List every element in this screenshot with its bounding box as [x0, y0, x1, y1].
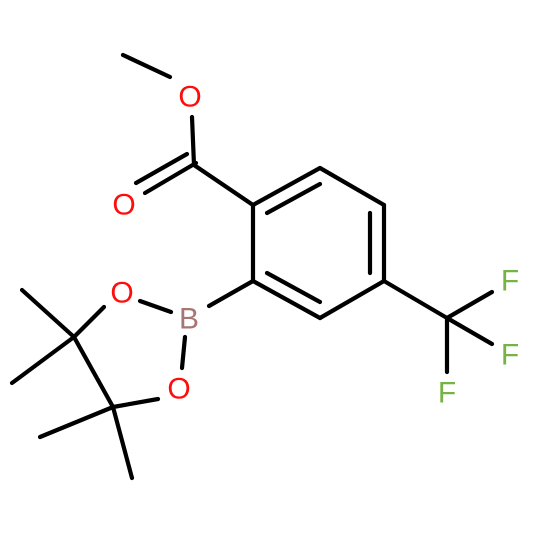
- bond-ring-4: [317, 278, 387, 321]
- atom-labels: O O O O B F F F: [110, 81, 519, 410]
- atom-f-bottom: F: [438, 377, 456, 410]
- atom-o-carbonyl: O: [112, 189, 135, 222]
- bond-ring-2: [317, 165, 387, 208]
- bond-methyl-1: [19, 287, 77, 340]
- bond-ring-boron: [206, 278, 256, 309]
- bond-ring-1: [250, 165, 323, 208]
- bond-c-f-mid: [444, 315, 495, 347]
- bond-ring-cf3: [381, 278, 450, 321]
- atom-o-ether: O: [178, 81, 201, 114]
- bond-methyl-3: [37, 404, 116, 440]
- bond-c-f-top: [444, 289, 495, 321]
- bond-carbonyl-double-b: [133, 151, 190, 186]
- bond-ring-inner-1: [264, 181, 323, 216]
- bond-c-c: [71, 334, 116, 410]
- atom-f-top: F: [501, 265, 519, 298]
- bond-carbonyl-double-a: [142, 160, 199, 196]
- bond-ring-5: [250, 278, 323, 321]
- bond-b-o-bottom: [179, 334, 188, 371]
- atom-o-ring-bottom: O: [167, 373, 190, 406]
- bond-methyl-2: [9, 334, 77, 386]
- atom-f-mid: F: [501, 339, 519, 372]
- bond-methyl-4: [110, 404, 135, 481]
- bond-o-carbonyl-c: [189, 114, 197, 168]
- bonds: [9, 52, 495, 481]
- atom-boron: B: [179, 303, 199, 336]
- bond-o-bottom-c: [110, 396, 161, 410]
- atom-o-ring-top: O: [110, 277, 133, 310]
- bond-carbonyl-ring: [191, 162, 256, 208]
- bond-methyl-o: [120, 52, 173, 80]
- bond-ring-inner-3: [264, 270, 323, 305]
- bond-o-top-c: [71, 304, 107, 340]
- bond-b-o-top: [137, 298, 174, 315]
